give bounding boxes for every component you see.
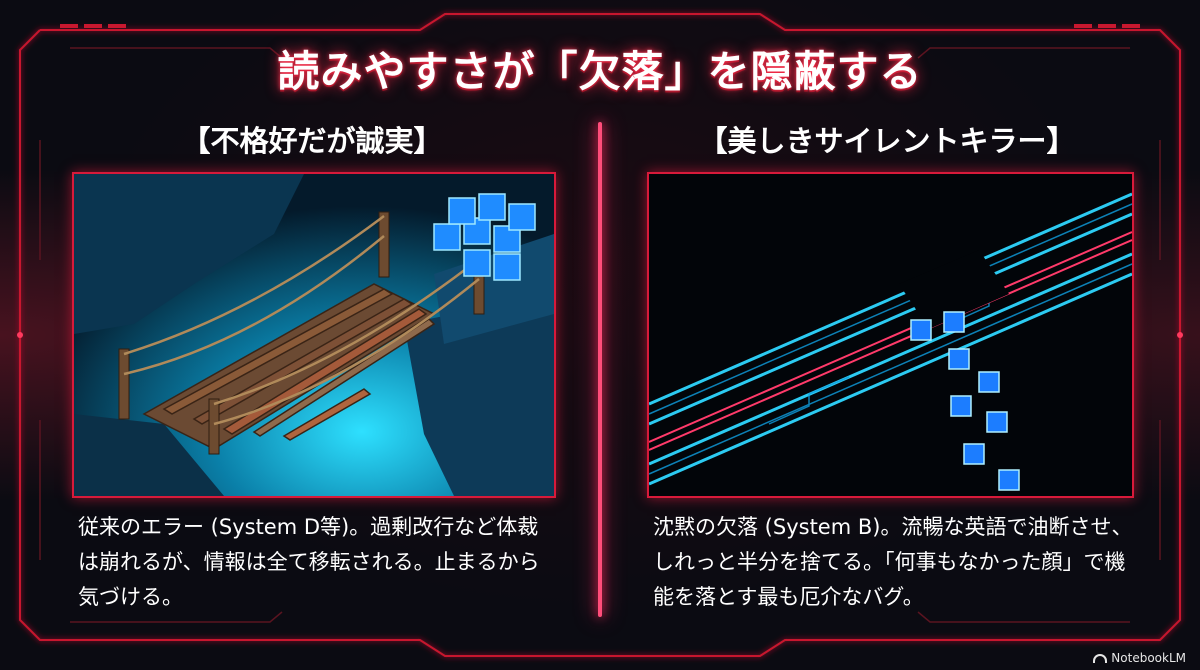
page-title: 読みやすさが「欠落」を隠蔽する bbox=[277, 47, 923, 96]
center-divider bbox=[598, 122, 602, 617]
left-heading: 【不格好だが誠実】 bbox=[181, 124, 443, 158]
silent-data-loss-illustration bbox=[647, 172, 1134, 498]
right-heading: 【美しきサイレントキラー】 bbox=[698, 124, 1076, 158]
brand-label: NotebookLM bbox=[1111, 651, 1186, 665]
broken-bridge-illustration bbox=[72, 172, 556, 498]
notebooklm-logo-icon bbox=[1093, 653, 1108, 663]
notebooklm-watermark: NotebookLM bbox=[1093, 651, 1186, 665]
right-description: 沈黙の欠落 (System B)。流暢な英語で油断させ、しれっと半分を捨てる。「… bbox=[653, 515, 1133, 609]
left-description: 従来のエラー (System D等)。過剰改行など体裁は崩れるが、情報は全て移転… bbox=[78, 515, 540, 609]
